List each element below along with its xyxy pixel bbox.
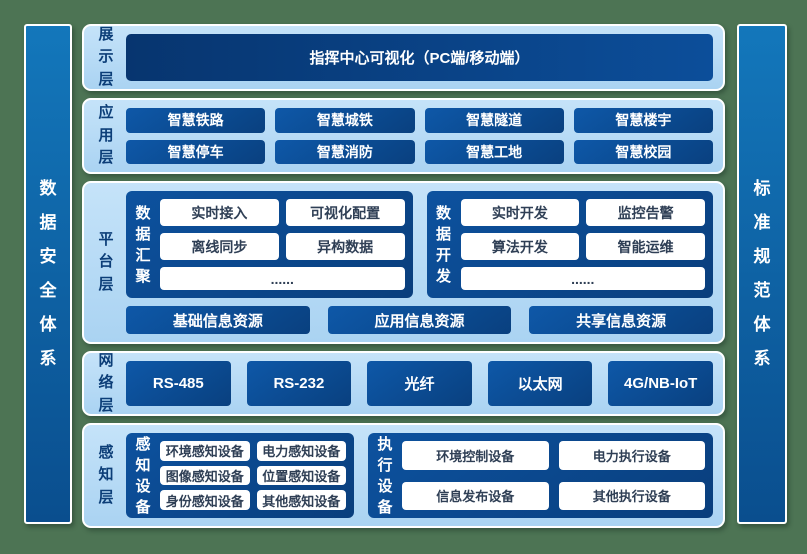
platform-body: 数据汇聚 实时接入 可视化配置 离线同步 异构数据 ...... 数据开发 (126, 191, 713, 334)
display-layer-label-col: 展示层 (94, 26, 118, 88)
actuator-devices-group: 执行设备 环境控制设备 电力执行设备 信息发布设备 其他执行设备 (368, 433, 713, 518)
layer-stack: 展示层 指挥中心可视化（PC端/移动端） 应用层 智慧铁路 智慧城铁 智慧隧道 … (82, 24, 725, 528)
resource-basic-info: 基础信息资源 (126, 306, 310, 334)
item-location-sensing: 位置感知设备 (256, 465, 346, 486)
item-power-sensing: 电力感知设备 (256, 441, 346, 461)
item-info-publish: 信息发布设备 (402, 481, 549, 510)
resource-row: 基础信息资源 应用信息资源 共享信息资源 (126, 306, 713, 334)
network-layer-panel: 网络层 RS-485 RS-232 光纤 以太网 4G/NB-IoT (82, 351, 725, 416)
app-box-smart-site: 智慧工地 (424, 139, 564, 164)
actuator-devices-label-col: 执行设备 (376, 436, 394, 516)
app-box-smart-campus: 智慧校园 (573, 139, 713, 164)
application-layer-label: 应用层 (98, 104, 114, 167)
item-smart-ops: 智能运维 (586, 233, 705, 260)
item-realtime-access: 实时接入 (160, 199, 279, 226)
application-layer-label-col: 应用层 (94, 104, 118, 166)
platform-layer-panel: 平台层 数据汇聚 实时接入 可视化配置 离线同步 异构数据 ...... (82, 181, 725, 344)
app-box-smart-parking: 智慧停车 (126, 139, 266, 164)
actuator-devices-items: 环境控制设备 电力执行设备 信息发布设备 其他执行设备 (402, 441, 705, 510)
app-box-smart-tunnel: 智慧隧道 (424, 108, 564, 133)
item-algorithm-dev: 算法开发 (460, 233, 580, 260)
item-monitor-alert: 监控告警 (586, 199, 705, 226)
data-development-label: 数据开发 (435, 204, 451, 285)
perception-groups: 感知设备 环境感知设备 电力感知设备 图像感知设备 位置感知设备 身份感知设备 … (126, 433, 713, 518)
net-box-4g-nbiot: 4G/NB-IoT (608, 361, 713, 406)
item-visual-config: 可视化配置 (285, 199, 405, 226)
data-aggregation-group: 数据汇聚 实时接入 可视化配置 离线同步 异构数据 ...... (126, 191, 413, 298)
display-layer-panel: 展示层 指挥中心可视化（PC端/移动端） (82, 24, 725, 91)
item-env-control: 环境控制设备 (402, 441, 549, 470)
data-development-items: 实时开发 监控告警 算法开发 智能运维 ...... (460, 199, 705, 290)
data-security-bar: 数据安全体系 (24, 24, 72, 524)
item-power-actuator: 电力执行设备 (558, 441, 705, 470)
sensing-devices-group: 感知设备 环境感知设备 电力感知设备 图像感知设备 位置感知设备 身份感知设备 … (126, 433, 354, 518)
actuator-devices-label: 执行设备 (377, 435, 393, 516)
item-other-actuator: 其他执行设备 (558, 481, 705, 510)
application-layer-panel: 应用层 智慧铁路 智慧城铁 智慧隧道 智慧楼宇 智慧停车 智慧消防 智慧工地 智… (82, 98, 725, 174)
net-box-ethernet: 以太网 (487, 361, 593, 406)
standards-bar: 标准规范体系 (737, 24, 787, 524)
platform-layer-label: 平台层 (98, 230, 114, 293)
perception-layer-label-col: 感知层 (94, 433, 118, 518)
app-box-smart-building: 智慧楼宇 (573, 108, 713, 133)
net-box-rs485: RS-485 (126, 361, 231, 406)
sensing-devices-label: 感知设备 (135, 435, 151, 516)
data-security-label: 数据安全体系 (39, 179, 57, 368)
app-box-smart-railway: 智慧铁路 (126, 108, 266, 133)
item-offline-sync: 离线同步 (160, 233, 279, 260)
display-layer-label: 展示层 (98, 25, 114, 88)
data-aggregation-label: 数据汇聚 (135, 204, 151, 285)
sensing-devices-label-col: 感知设备 (134, 436, 152, 516)
command-center-box: 指挥中心可视化（PC端/移动端） (126, 34, 713, 81)
resource-application-info: 应用信息资源 (327, 306, 512, 334)
resource-shared-info: 共享信息资源 (529, 306, 713, 334)
item-other-sensing: 其他感知设备 (256, 490, 346, 510)
network-layer-label-col: 网络层 (94, 352, 118, 414)
data-development-group: 数据开发 实时开发 监控告警 算法开发 智能运维 ...... (426, 191, 713, 298)
net-box-fiber: 光纤 (367, 361, 472, 406)
network-box-grid: RS-485 RS-232 光纤 以太网 4G/NB-IoT (126, 361, 713, 406)
perception-layer-panel: 感知层 感知设备 环境感知设备 电力感知设备 图像感知设备 位置感知设备 身份感… (82, 423, 725, 528)
item-development-ellipsis: ...... (460, 267, 705, 290)
sensing-devices-items: 环境感知设备 电力感知设备 图像感知设备 位置感知设备 身份感知设备 其他感知设… (160, 441, 346, 510)
application-box-grid: 智慧铁路 智慧城铁 智慧隧道 智慧楼宇 智慧停车 智慧消防 智慧工地 智慧校园 (126, 108, 713, 164)
standards-label: 标准规范体系 (753, 179, 771, 368)
item-aggregation-ellipsis: ...... (160, 267, 405, 290)
item-image-sensing: 图像感知设备 (160, 465, 250, 486)
platform-layer-label-col: 平台层 (94, 191, 118, 334)
item-heterogeneous-data: 异构数据 (285, 233, 405, 260)
item-realtime-dev: 实时开发 (460, 199, 580, 226)
data-aggregation-items: 实时接入 可视化配置 离线同步 异构数据 ...... (160, 199, 405, 290)
data-development-label-col: 数据开发 (435, 199, 453, 290)
perception-layer-label: 感知层 (98, 443, 114, 506)
item-identity-sensing: 身份感知设备 (160, 490, 250, 510)
app-box-smart-metro: 智慧城铁 (275, 108, 415, 133)
item-env-sensing: 环境感知设备 (160, 441, 250, 461)
platform-groups: 数据汇聚 实时接入 可视化配置 离线同步 异构数据 ...... 数据开发 (126, 191, 713, 298)
net-box-rs232: RS-232 (246, 361, 352, 406)
data-aggregation-label-col: 数据汇聚 (134, 199, 152, 290)
app-box-smart-fire: 智慧消防 (275, 139, 415, 164)
network-layer-label: 网络层 (98, 351, 114, 414)
